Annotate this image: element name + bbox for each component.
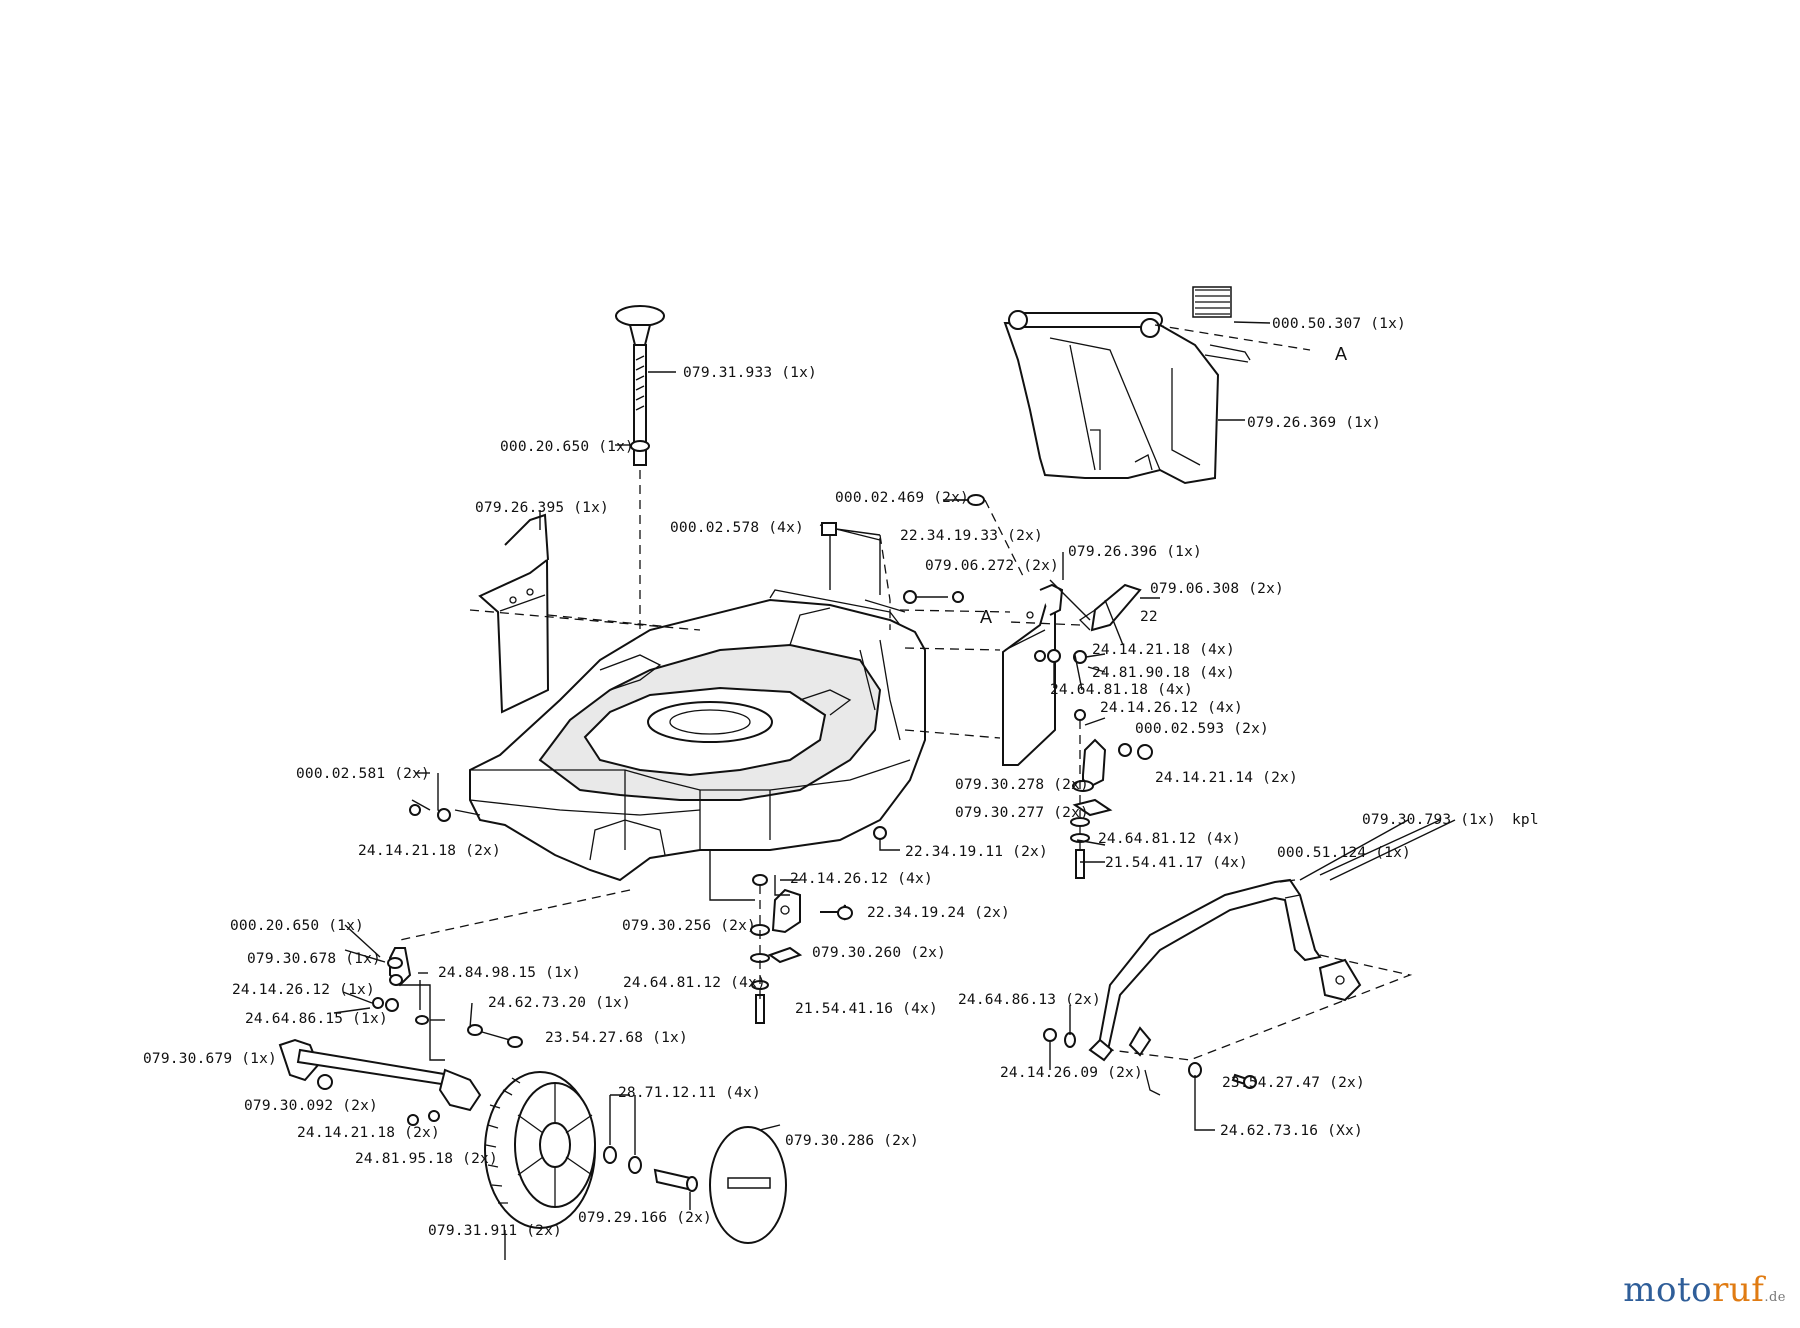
label-l45: 079.30.679 (1x) xyxy=(143,1051,277,1067)
label-l34: 22.34.19.24 (2x) xyxy=(867,905,1010,921)
label-l49: 079.30.092 (2x) xyxy=(244,1098,378,1114)
label-l40: 24.62.73.20 (1x) xyxy=(488,995,631,1011)
bolt xyxy=(873,826,887,840)
handle-lower-frame[interactable] xyxy=(1043,954,1413,1096)
label-l05: 000.20.650 (1x) xyxy=(500,439,634,455)
label-l28: 079.30.793 (1x) xyxy=(1362,812,1496,828)
label-l51: 079.30.286 (2x) xyxy=(785,1133,919,1149)
grass-catcher-bag[interactable] xyxy=(1003,310,1220,485)
label-l52: 24.62.73.16 (Xx) xyxy=(1220,1123,1363,1139)
watermark-part1: moto xyxy=(1623,1270,1713,1310)
label-l09: 22.34.19.33 (2x) xyxy=(900,528,1043,544)
label-l11: 079.26.396 (1x) xyxy=(1068,544,1202,560)
label-l31: 24.14.26.12 (4x) xyxy=(790,871,933,887)
label-l18: 24.14.26.12 (4x) xyxy=(1100,700,1243,716)
front-wheel[interactable] xyxy=(484,1071,596,1229)
label-l47: 24.14.26.09 (2x) xyxy=(1000,1065,1143,1081)
label-l23: 079.30.277 (2x) xyxy=(955,805,1089,821)
label-l33: 079.30.256 (2x) xyxy=(622,918,756,934)
label-l29: kpl xyxy=(1512,812,1539,828)
label-l35: 079.30.678 (1x) xyxy=(247,951,381,967)
label-l02: A xyxy=(1335,344,1347,364)
rear-left-bracket[interactable] xyxy=(478,513,550,714)
label-l32: 000.20.650 (1x) xyxy=(230,918,364,934)
label-l48: 23.54.27.47 (2x) xyxy=(1222,1075,1365,1091)
front-axle[interactable] xyxy=(278,1038,482,1126)
axle-bracket-left[interactable] xyxy=(372,947,523,1048)
rear-right-bracket[interactable] xyxy=(1002,583,1064,766)
bag-frame-part[interactable] xyxy=(1192,286,1251,363)
hub-cap[interactable] xyxy=(709,1126,787,1244)
label-l41: 24.64.81.12 (4x) xyxy=(623,975,766,991)
label-l24: 24.64.81.12 (4x) xyxy=(1098,831,1241,847)
label-l04: 079.31.933 (1x) xyxy=(683,365,817,381)
bolt xyxy=(967,494,985,506)
label-l07: 000.02.469 (2x) xyxy=(835,490,969,506)
label-l10: 079.06.272 (2x) xyxy=(925,558,1059,574)
label-l30: 000.51.124 (1x) xyxy=(1277,845,1411,861)
label-l37: 079.30.260 (2x) xyxy=(812,945,946,961)
label-l01: 000.50.307 (1x) xyxy=(1272,316,1406,332)
watermark-logo: motoruf.de xyxy=(1623,1270,1786,1310)
label-l46: 28.71.12.11 (4x) xyxy=(618,1085,761,1101)
washer xyxy=(630,440,650,452)
bolt-head xyxy=(821,522,837,536)
label-l17: 24.64.81.18 (4x) xyxy=(1050,682,1193,698)
label-l06: 079.26.395 (1x) xyxy=(475,500,609,516)
watermark-part3: .de xyxy=(1764,1290,1786,1305)
mower-deck-housing[interactable] xyxy=(469,589,926,882)
label-l16: 24.81.90.18 (4x) xyxy=(1092,665,1235,681)
label-l19: 000.02.593 (2x) xyxy=(1135,721,1269,737)
label-l25: 21.54.41.17 (4x) xyxy=(1105,855,1248,871)
label-l03: 079.26.369 (1x) xyxy=(1247,415,1381,431)
label-l38: 24.14.26.12 (1x) xyxy=(232,982,375,998)
label-l20: 24.14.21.14 (2x) xyxy=(1155,770,1298,786)
label-l53: 24.81.95.18 (2x) xyxy=(355,1151,498,1167)
label-l43: 23.54.27.68 (1x) xyxy=(545,1030,688,1046)
washer xyxy=(409,804,421,816)
label-l27: 22.34.19.11 (2x) xyxy=(905,844,1048,860)
label-l54: 079.29.166 (2x) xyxy=(578,1210,712,1226)
label-l13: A xyxy=(980,607,992,627)
label-l26: 24.14.21.18 (2x) xyxy=(358,843,501,859)
bolt-group-right xyxy=(903,590,1106,688)
label-l36: 24.84.98.15 (1x) xyxy=(438,965,581,981)
axle-bracket-center[interactable] xyxy=(750,874,853,1024)
height-adjust-knob[interactable] xyxy=(615,305,665,466)
label-l12: 079.06.308 (2x) xyxy=(1150,581,1284,597)
label-l21: 000.02.581 (2x) xyxy=(296,766,430,782)
label-l42: 21.54.41.16 (4x) xyxy=(795,1001,938,1017)
push-handle[interactable] xyxy=(1088,878,1322,1062)
lever-part[interactable] xyxy=(1078,583,1142,632)
label-l08: 000.02.578 (4x) xyxy=(670,520,804,536)
label-l14: 22 xyxy=(1140,609,1158,625)
label-l44: 24.64.86.13 (2x) xyxy=(958,992,1101,1008)
watermark-part2: ruf xyxy=(1712,1270,1765,1310)
label-l50: 24.14.21.18 (2x) xyxy=(297,1125,440,1141)
nut xyxy=(437,808,451,822)
label-l22: 079.30.278 (2x) xyxy=(955,777,1089,793)
label-l39: 24.64.86.15 (1x) xyxy=(245,1011,388,1027)
label-l55: 079.31.911 (2x) xyxy=(428,1223,562,1239)
label-l15: 24.14.21.18 (4x) xyxy=(1092,642,1235,658)
wheel-hardware xyxy=(603,1146,698,1192)
